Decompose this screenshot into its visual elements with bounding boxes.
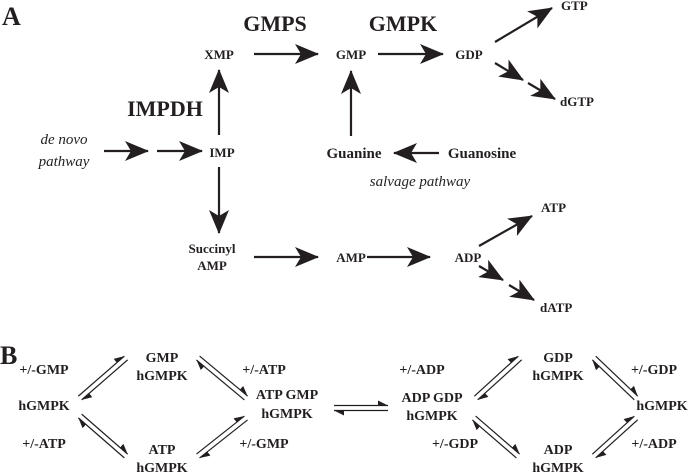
reverse-arrow [196, 359, 245, 401]
node-datp: dATP [540, 300, 572, 315]
right-cycle-bottom-line1: ADP [544, 443, 573, 458]
reverse-arrow [81, 359, 129, 401]
forward-arrow [81, 413, 129, 455]
equilibrium-right-upper-right [591, 355, 639, 401]
enzyme-impdh: IMPDH [127, 96, 203, 121]
arrow-adp-to-ribonucleotide-reductase [478, 259, 504, 281]
arrow-gdp-to-gtp [494, 7, 553, 43]
de-novo-label-1: de novo [40, 132, 88, 148]
left-cycle-right-line1: ATP GMP [256, 388, 319, 403]
node-gtp: GTP [561, 0, 588, 13]
equilibrium-left-upper-right [196, 355, 248, 401]
node-imp: IMP [209, 145, 234, 160]
panel-b-label: B [0, 341, 17, 370]
node-adp: ADP [455, 250, 482, 265]
right-cycle-top-line2: hGMPK [532, 369, 583, 384]
arrow-adp-to-atp [478, 215, 533, 247]
equilibrium-right-lower-left [471, 415, 521, 459]
equilibrium-left-upper-left [77, 355, 129, 401]
node-succinyl-amp-line1: Succinyl [189, 241, 236, 256]
left-cycle-right-line2: hGMPK [261, 407, 312, 422]
node-amp: AMP [336, 250, 366, 265]
node-dgtp: dGTP [560, 94, 594, 109]
left-cycle-label-upper-right: +/-ATP [242, 363, 286, 378]
equilibrium-right-lower-right [591, 415, 639, 459]
left-cycle-left-node: hGMPK [18, 399, 69, 414]
forward-arrow [77, 355, 125, 397]
left-cycle-top-line1: GMP [146, 351, 179, 366]
forward-arrow [199, 355, 248, 397]
reverse-arrow [77, 417, 125, 459]
right-cycle-top-line1: GDP [543, 351, 573, 366]
node-atp: ATP [541, 200, 566, 215]
left-cycle-bottom-line1: ATP [149, 443, 176, 458]
forward-arrow [473, 355, 519, 397]
left-cycle-top-line2: hGMPK [136, 369, 187, 384]
reverse-arrow [477, 359, 523, 401]
right-cycle-right-node: hGMPK [636, 399, 687, 414]
equilibrium-left-lower-left [77, 413, 129, 459]
equilibrium-center [334, 400, 388, 416]
right-cycle-label-upper-left: +/-ADP [399, 363, 445, 378]
panel-a-label: A [2, 2, 21, 31]
reverse-arrow [471, 419, 517, 459]
forward-arrow [595, 355, 639, 397]
forward-arrow [196, 415, 245, 455]
de-novo-label-2: pathway [38, 154, 90, 170]
equilibrium-right-upper-left [473, 355, 523, 401]
arrow-to-datp [508, 279, 535, 301]
enzyme-gmps: GMPS [243, 11, 307, 36]
node-guanosine: Guanosine [448, 146, 517, 162]
arrow-to-dgtp [527, 78, 556, 100]
equilibrium-left-lower-right [196, 415, 248, 459]
reverse-arrow [591, 359, 635, 401]
node-succinyl-amp-line2: AMP [197, 258, 227, 273]
node-gmp: GMP [336, 47, 366, 62]
enzyme-gmpk: GMPK [369, 11, 437, 36]
reverse-arrow [199, 419, 248, 459]
right-cycle-label-upper-right: +/-GDP [631, 363, 678, 378]
right-cycle-left-line2: hGMPK [406, 409, 457, 424]
forward-arrow [475, 415, 521, 455]
right-cycle-label-lower-right: +/-ADP [631, 437, 677, 452]
right-cycle-label-lower-left: +/-GDP [432, 437, 479, 452]
node-gdp: GDP [455, 47, 483, 62]
reverse-arrow [595, 419, 639, 459]
node-xmp: XMP [204, 47, 234, 62]
left-cycle-bottom-line2: hGMPK [136, 461, 187, 476]
left-cycle-label-lower-left: +/-ATP [22, 437, 66, 452]
node-guanine: Guanine [326, 146, 381, 162]
left-cycle-label-lower-right: +/-GMP [239, 437, 289, 452]
arrow-gdp-to-ribonucleotide-reductase [494, 59, 524, 81]
right-cycle-left-line1: ADP GDP [401, 391, 463, 406]
salvage-pathway-label: salvage pathway [370, 174, 471, 190]
forward-arrow [591, 415, 635, 455]
right-cycle-bottom-line2: hGMPK [532, 461, 583, 476]
left-cycle-label-upper-left: +/-GMP [19, 363, 69, 378]
